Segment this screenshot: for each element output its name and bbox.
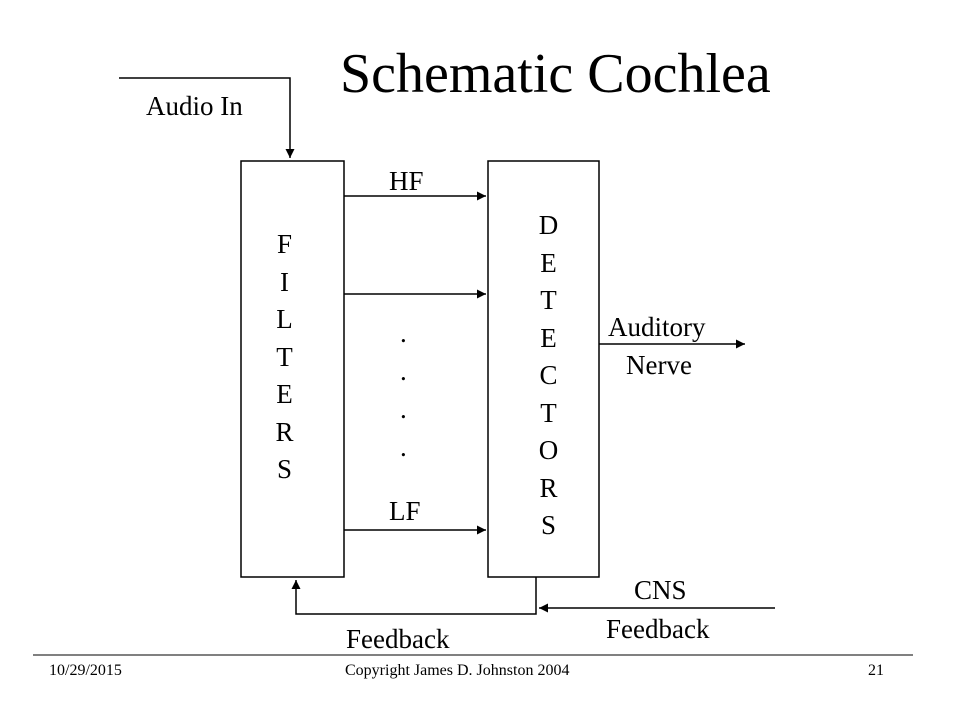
nerve-label: Nerve [626,350,692,380]
audio-in-line [119,77,295,158]
detectors-letter: R [539,472,558,503]
feedback-loop [291,577,537,615]
lf-label: LF [389,496,421,526]
detectors-letter: D [538,210,559,240]
filters-letter: R [275,416,294,447]
cns-feedback-label: Feedback [606,614,710,644]
audio-in-label: Audio In [146,91,243,121]
footer-copyright: Copyright James D. Johnston 2004 [345,662,570,679]
filters-letter: F [276,229,293,259]
ellipsis-dot: . [400,394,407,424]
detectors-letter: T [540,285,557,315]
auditory-label: Auditory [608,312,706,342]
filters-letter: S [276,454,293,484]
hf-label: HF [389,166,424,196]
feedback-label: Feedback [346,624,450,654]
filters-letter: T [276,341,293,372]
footer-page-number: 21 [868,662,884,679]
detectors-letter: E [540,322,557,353]
detectors-letter: C [539,360,558,390]
ellipsis-dot: . [400,432,407,462]
filters-letter: E [276,379,293,409]
filters-label: F I L T E R S [241,226,328,489]
slide-title: Schematic Cochlea [340,43,771,105]
filters-letter: L [276,304,293,334]
filters-letter: I [280,266,289,297]
footer-date: 10/29/2015 [49,662,122,679]
detectors-label: D E T E C T O R S [488,207,609,545]
filters-box [240,160,345,578]
detectors-letter: S [540,510,557,540]
detectors-letter: O [538,435,559,465]
detectors-box [487,160,600,578]
ellipsis-dot: . [400,356,407,386]
ellipsis-dot: . [400,318,407,348]
detectors-letter: E [540,247,557,278]
detectors-letter: T [540,397,557,428]
cns-label: CNS [634,575,687,605]
